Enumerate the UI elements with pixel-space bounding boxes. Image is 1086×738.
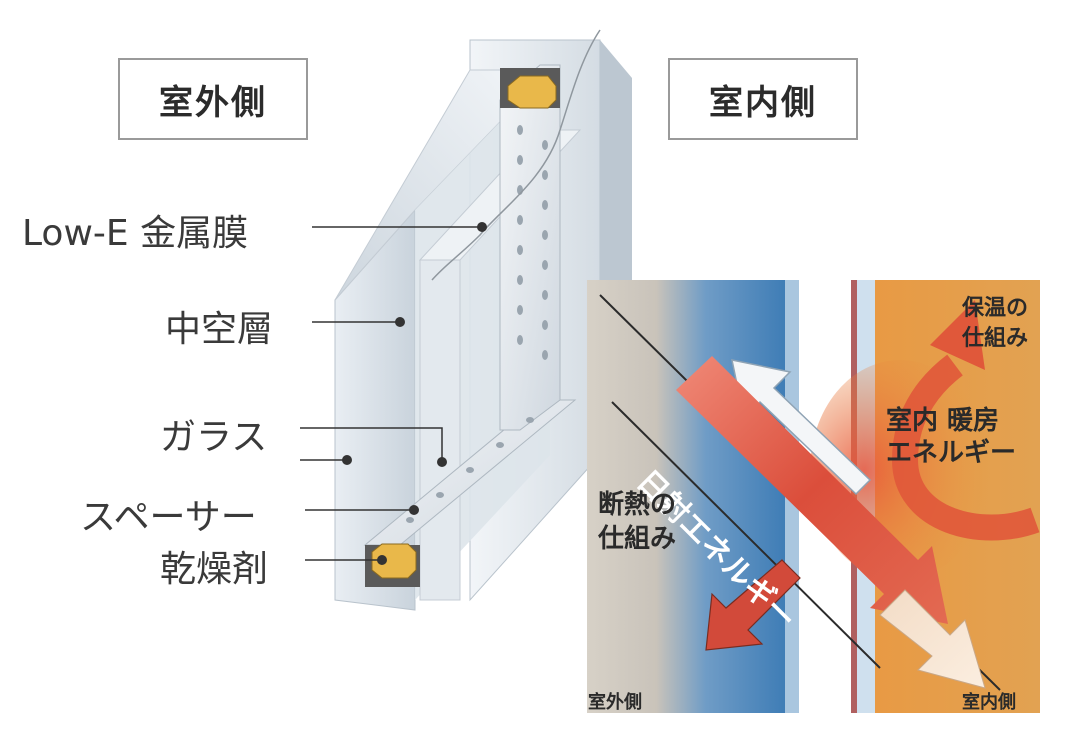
diagonal-line-lower: [611, 401, 881, 669]
panel-indoor-label: 室内側: [962, 692, 1016, 713]
low-e-film-curve: [431, 29, 601, 281]
heating-label-2: エネルギー: [886, 438, 1017, 468]
outdoor-side-label: 室外側: [118, 58, 308, 140]
warmth-curve-arrow: [891, 354, 1040, 541]
reflected-out-arrow: [705, 559, 801, 651]
insulation-label-1: 断熱の: [598, 490, 677, 520]
top-desiccant: [507, 75, 557, 109]
energy-panel: [587, 280, 1040, 713]
callout-spacer: スペーサー: [80, 497, 257, 538]
bottom-desiccant: [371, 543, 417, 579]
callout-glass: ガラス: [160, 417, 268, 458]
glass-unit-illustration: [300, 29, 632, 611]
warmth-label-1: 保温の: [962, 296, 1029, 321]
spacer-holes: [406, 125, 548, 523]
callout-desiccant: 乾燥剤: [160, 549, 269, 590]
insulation-label-2: 仕組み: [598, 524, 677, 554]
callout-air-layer: 中空層: [165, 309, 274, 350]
heating-label-1: 室内 暖房: [886, 406, 1000, 436]
leader-lines: [300, 226, 480, 561]
warmth-arrowhead: [930, 300, 985, 370]
leader-dots: [342, 222, 487, 565]
panel-outdoor-label: 室外側: [588, 692, 642, 713]
warmth-label-2: 仕組み: [962, 326, 1029, 351]
inner-pane-face: [419, 259, 461, 601]
solar-energy-arrow: [676, 356, 948, 624]
transmitted-arrow: [879, 589, 986, 689]
indoor-side-label: 室内側: [668, 58, 858, 140]
spacer-vertical: [499, 64, 561, 431]
callout-low-e-film: Low-E 金属膜: [22, 213, 249, 254]
